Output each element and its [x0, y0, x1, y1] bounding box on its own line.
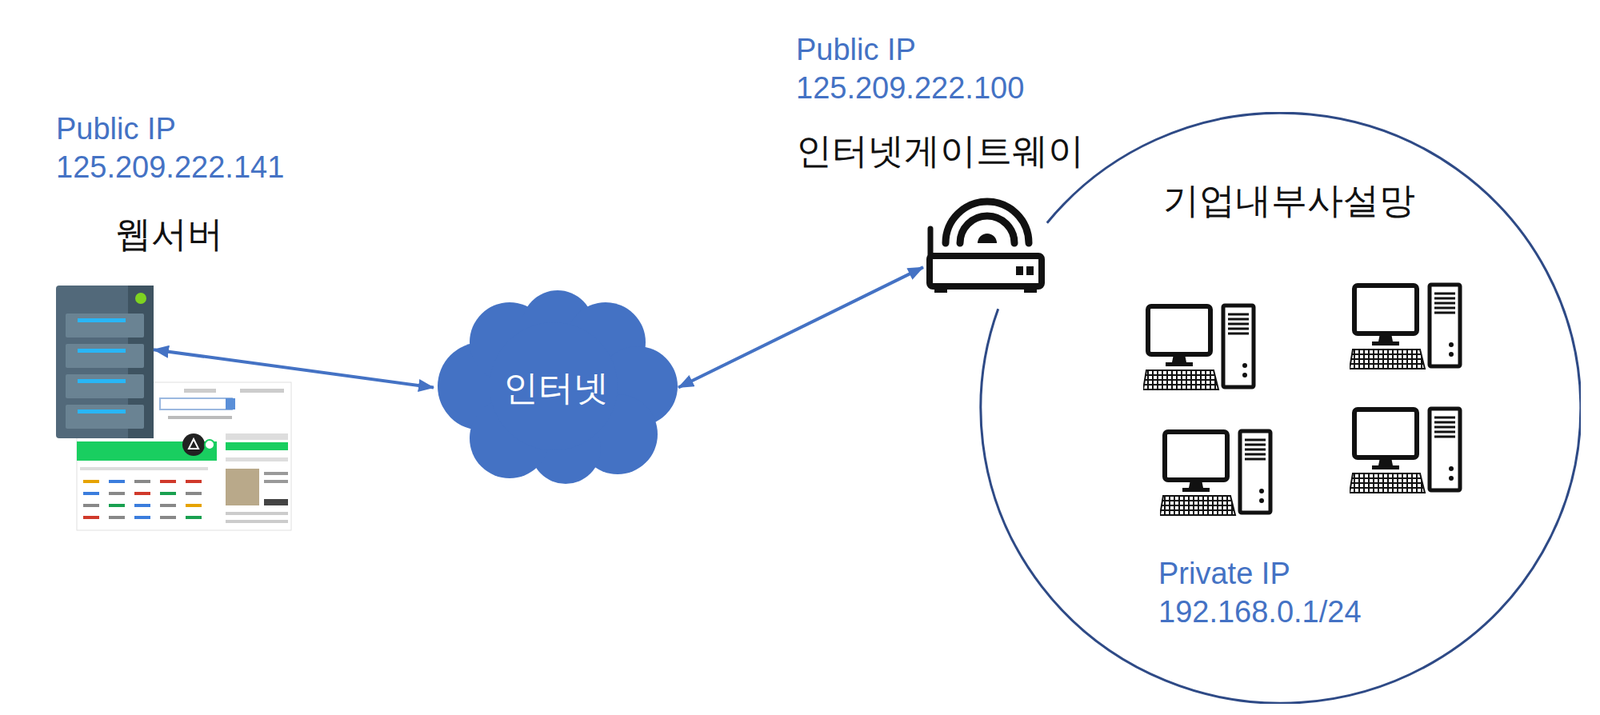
heading-holder: Public IP 125.209.222.141웹서버 — [56, 109, 296, 256]
computer-icon — [1349, 284, 1460, 369]
device-name: 인터넷게이트웨이 — [796, 129, 1132, 173]
network-link — [678, 267, 924, 388]
computer-icon — [1160, 431, 1271, 516]
server-node: Public IP 125.209.222.141웹서버 — [56, 285, 154, 439]
server-icon — [56, 285, 154, 439]
cloud-label: 인터넷 — [503, 366, 609, 410]
cloud-label-holder: 인터넷 — [433, 290, 679, 485]
cloud-node: 인터넷 — [433, 290, 679, 485]
zone-node: 기업내부사설망 Private IP 192.168.0.1/24 — [979, 112, 1581, 704]
ip-address-label: Private IP 192.168.0.1/24 — [1158, 554, 1372, 632]
gateway-node: Public IP 125.209.222.100인터넷게이트웨이 — [923, 193, 1046, 296]
zone-title: 기업내부사설망 — [1163, 179, 1416, 223]
ip-address-label: Public IP 125.209.222.100 — [796, 30, 1046, 108]
router-icon — [929, 201, 1042, 293]
computer-icon — [1143, 305, 1254, 390]
heading-holder: Public IP 125.209.222.100 인터넷게이트웨이 — [796, 30, 1132, 173]
device-name: 웹서버 — [56, 212, 282, 256]
computer-icon — [1349, 408, 1460, 493]
zone-ip-holder: Private IP 192.168.0.1/24 — [1158, 554, 1372, 632]
zone-title-holder: 기업내부사설망 — [1163, 179, 1416, 223]
network-link — [153, 349, 434, 388]
ip-address-label: Public IP 125.209.222.141 — [56, 109, 306, 187]
